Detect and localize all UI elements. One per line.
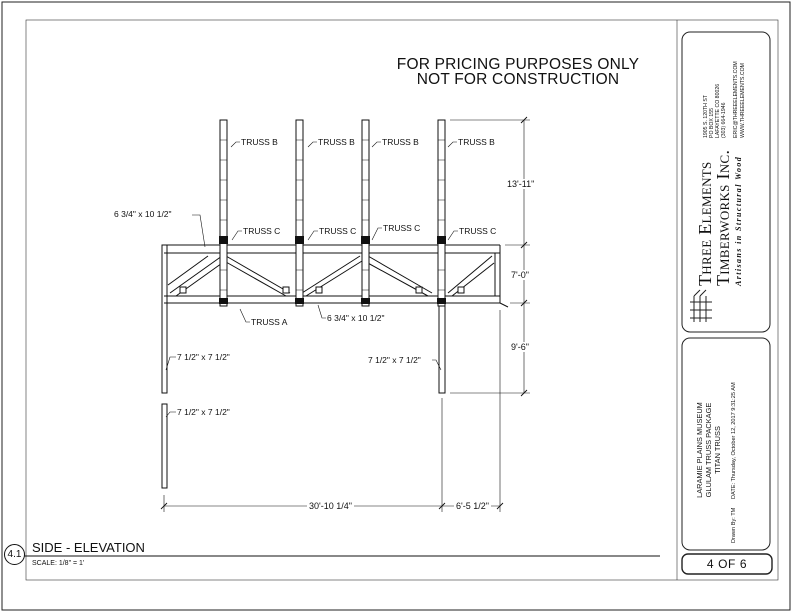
firm-name-line2: Timberworks Inc. xyxy=(713,149,733,286)
view-title: SIDE - ELEVATION xyxy=(32,540,145,555)
dimension-post-height: 9'-6" xyxy=(511,342,529,352)
project-panel xyxy=(681,337,771,551)
drawn-by: Drawn By: TM xyxy=(731,507,737,543)
label-truss-a: TRUSS A xyxy=(251,317,288,327)
label-truss-b-4: TRUSS B xyxy=(458,137,495,147)
pricing-notice-line1: FOR PRICING PURPOSES ONLY xyxy=(396,56,640,73)
firm-tagline: Artisans in Structural Wood xyxy=(734,155,743,286)
drawing-date: DATE: Thursday, October 12, 2017 9:31:25… xyxy=(731,382,737,499)
firm-email: ERIC@THREEELEMENTS.COM xyxy=(733,61,739,138)
vertical-dimensions xyxy=(450,116,530,397)
post-right xyxy=(438,302,446,394)
label-post-left-lower: 7 1/2" x 7 1/2" xyxy=(177,407,230,417)
label-truss-c-4: TRUSS C xyxy=(459,226,497,236)
label-post-left-upper: 7 1/2" x 7 1/2" xyxy=(177,352,230,362)
truss-b-hatching xyxy=(220,139,445,291)
truss-b-members xyxy=(219,119,446,307)
dimension-span-overhang: 6'-5 1/2" xyxy=(454,501,491,511)
truss-a-frame xyxy=(164,244,509,308)
label-truss-c-2: TRUSS C xyxy=(319,226,357,236)
view-scale: SCALE: 1/8" = 1' xyxy=(32,560,85,567)
drawing-frame xyxy=(25,19,779,581)
firm-panel xyxy=(681,31,771,333)
dimension-truss-height: 13'-11" xyxy=(507,179,535,189)
label-truss-b-2: TRUSS B xyxy=(318,137,355,147)
sheet-number: 4 OF 6 xyxy=(706,557,748,571)
pricing-notice-line2: NOT FOR CONSTRUCTION xyxy=(416,71,620,88)
dimension-span-main: 30'-10 1/4" xyxy=(307,501,354,511)
label-truss-c-3: TRUSS C xyxy=(383,223,421,233)
dimension-beam-depth: 7'-0" xyxy=(511,270,529,280)
label-beam-mid: 6 3/4" x 10 1/2" xyxy=(327,313,385,323)
view-number-bubble: 4.1 xyxy=(4,544,25,565)
truss-c-plates xyxy=(219,236,446,304)
firm-website: WWW.THREEELEMENTS.COM xyxy=(740,63,746,138)
sheet-number-box xyxy=(681,553,773,575)
leader-lines xyxy=(165,141,458,418)
label-truss-b-1: TRUSS B xyxy=(241,137,278,147)
post-left-upper xyxy=(161,244,168,394)
label-post-right: 7 1/2" x 7 1/2" xyxy=(368,355,421,365)
post-left-lower xyxy=(161,403,168,489)
label-beam-top: 6 3/4" x 10 1/2" xyxy=(114,209,172,219)
firm-logo-icon xyxy=(690,289,712,322)
project-name-line3: TITAN TRUSS xyxy=(713,426,722,474)
firm-address-line4: (303) 664-1946 xyxy=(721,102,727,138)
label-truss-c-1: TRUSS C xyxy=(243,226,281,236)
label-truss-b-3: TRUSS B xyxy=(382,137,419,147)
